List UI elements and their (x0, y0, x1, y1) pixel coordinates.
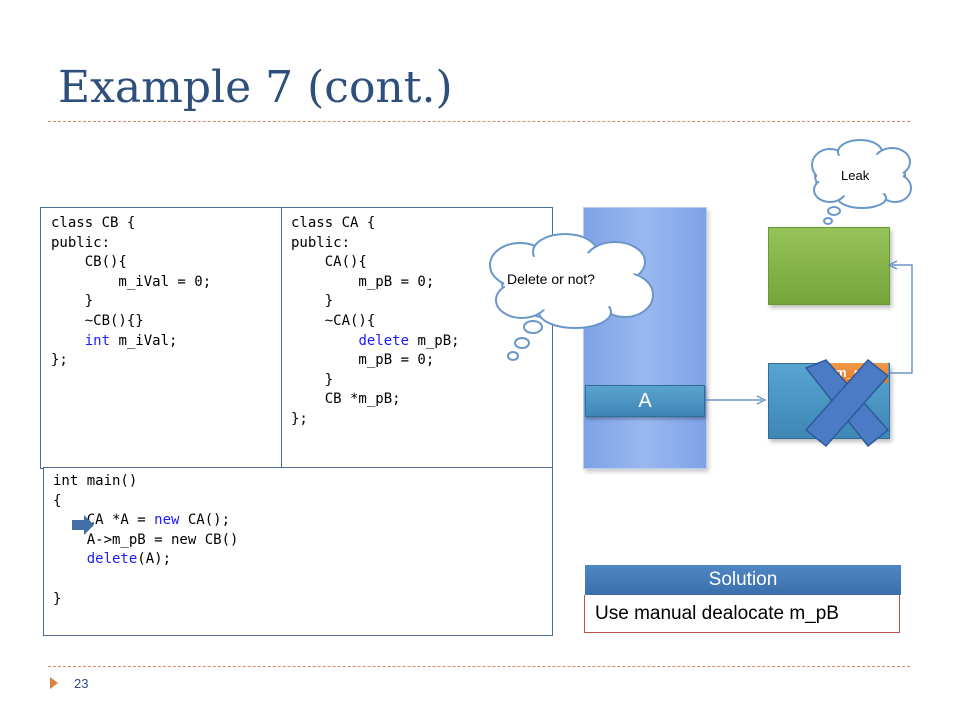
code-text: }; (51, 352, 68, 369)
code-text: } (291, 293, 334, 310)
code-text: } (53, 590, 62, 607)
code-text: }; (291, 410, 308, 427)
code-line: } (291, 292, 460, 312)
leaked-object-block (768, 227, 890, 305)
page-marker-icon (50, 677, 58, 689)
code-line: class CA { (291, 214, 460, 234)
code-line: }; (291, 410, 460, 430)
code-line (53, 570, 238, 590)
page-number: 23 (74, 676, 89, 691)
code-line: int m_iVal; (51, 332, 211, 352)
member-link-head (887, 260, 898, 270)
code-box-ca: class CA { public: CA(){ m_pB = 0; } ~CA(… (281, 207, 553, 469)
code-line: } (291, 371, 460, 391)
code-text: public: (291, 234, 351, 251)
code-text: CA *A = (53, 512, 155, 529)
code-text: m_pB = 0; (291, 273, 435, 290)
code-line: ~CA(){ (291, 312, 460, 332)
code-line: delete(A); (53, 550, 238, 570)
code-text (53, 551, 87, 567)
solution-text: Use manual dealocate m_pB (584, 595, 900, 633)
code-keyword: delete (86, 551, 138, 568)
object-a-block: A (585, 385, 705, 417)
member-link-line (888, 264, 913, 374)
top-divider (48, 121, 910, 122)
thought-delete-text: Delete or not? (507, 271, 595, 287)
code-text: CB *m_pB; (291, 391, 401, 408)
code-text: { (53, 492, 62, 509)
code-line: CA(){ (291, 253, 460, 273)
code-text: class CB { (51, 215, 136, 231)
code-line: }; (51, 351, 211, 371)
pointer-arrow-head (756, 395, 767, 405)
bottom-divider (48, 666, 910, 667)
code-text: m_pB; (409, 332, 460, 349)
code-line: delete m_pB; (291, 332, 460, 352)
code-line: m_pB = 0; (291, 273, 460, 293)
code-line: class CB { (51, 214, 211, 234)
code-line: CB *m_pB; (291, 390, 460, 410)
slide-title: Example 7 (cont.) (58, 62, 453, 113)
code-line: ~CB(){} (51, 312, 211, 332)
code-line: } (51, 292, 211, 312)
code-keyword: new (154, 512, 180, 529)
code-line: } (53, 590, 238, 610)
code-keyword: delete (358, 332, 410, 349)
code-text: ~CA(){ (291, 312, 376, 329)
code-text: m_iVal; (110, 332, 178, 349)
code-block-ca: class CA { public: CA(){ m_pB = 0; } ~CA(… (291, 214, 460, 430)
member-pointer-label: m_pB (818, 363, 888, 383)
code-text (51, 333, 85, 349)
code-line: int main() (53, 472, 238, 492)
code-text: ~CB(){} (51, 312, 144, 329)
code-text: CA(){ (291, 254, 367, 271)
code-block-cb: class CB { public: CB(){ m_iVal = 0; } ~C… (51, 214, 211, 371)
code-text: int main() (53, 473, 138, 489)
code-text (291, 333, 358, 349)
code-box-cb: class CB { public: CB(){ m_iVal = 0; } ~C… (40, 207, 282, 469)
code-line: m_pB = 0; (291, 351, 460, 371)
code-line: A->m_pB = new CB() (53, 531, 239, 551)
code-keyword: int (84, 332, 111, 349)
code-text: (A); (137, 551, 172, 568)
memory-stack-pillar (583, 207, 707, 469)
code-text: } (291, 371, 334, 388)
code-text: A->m_pB = new CB() (53, 531, 239, 548)
code-text: CB(){ (51, 254, 127, 271)
code-block-main: int main() { CA *A = new CA(); A->m_pB = … (53, 472, 238, 609)
code-text: m_iVal = 0; (51, 273, 212, 290)
code-text: CA(); (179, 512, 231, 529)
thought-leak-text: Leak (841, 168, 870, 183)
code-line: CB(){ (51, 253, 211, 273)
code-text: m_pB = 0; (291, 352, 435, 369)
code-line: { (53, 492, 238, 512)
code-line: public: (51, 234, 211, 254)
code-text: } (51, 293, 94, 310)
code-line: public: (291, 234, 460, 254)
code-line: m_iVal = 0; (51, 273, 211, 293)
code-text: class CA { (291, 215, 376, 231)
code-box-main: int main() { CA *A = new CA(); A->m_pB = … (43, 467, 553, 636)
solution-header: Solution (585, 565, 901, 595)
code-line: CA *A = new CA(); (53, 511, 238, 531)
code-text: public: (51, 234, 111, 251)
